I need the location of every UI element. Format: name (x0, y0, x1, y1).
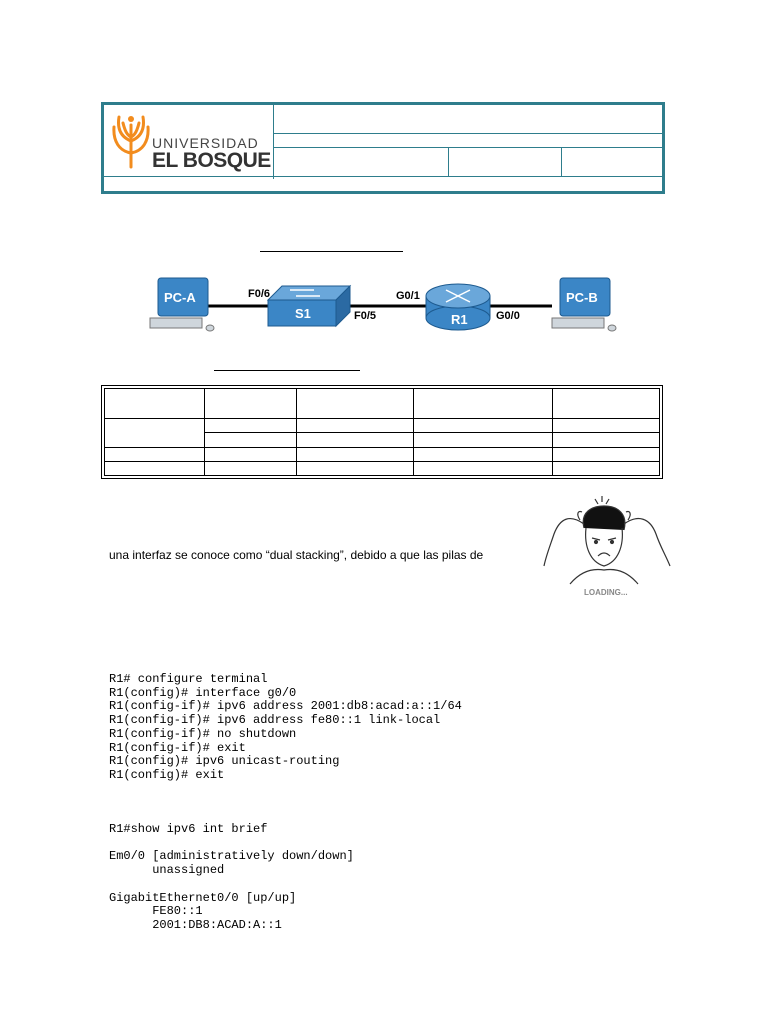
code-line: FE80::1 (109, 904, 203, 919)
table-cell (552, 388, 660, 419)
logo-text-universidad: UNIVERSIDAD (152, 135, 259, 151)
header-divider (104, 176, 665, 177)
topology-diagram: PC-A S1 R1 PC-B F0/6 F0/5 G0/1 G0/0 (140, 270, 630, 340)
header-divider (274, 147, 665, 148)
header-divider (561, 147, 562, 176)
table-cell (296, 432, 414, 448)
show-ipv6-output-block: R1#show ipv6 int brief Em0/0 [administra… (109, 822, 354, 933)
code-line: Em0/0 [administratively down/down] (109, 849, 354, 864)
code-line: R1(config)# interface g0/0 (109, 685, 297, 700)
logo-text-el-bosque: EL BOSQUE (152, 149, 271, 172)
table-cell (104, 461, 205, 476)
meme-caption: LOADING... (584, 588, 628, 597)
table-cell (552, 432, 660, 448)
pc-a-computer-icon (149, 277, 215, 332)
table-cell (413, 447, 553, 462)
header-divider (448, 147, 449, 176)
table-cell (204, 461, 297, 476)
table-cell (552, 418, 660, 433)
pc-a-label: PC-A (164, 290, 196, 305)
code-line: R1(config-if)# no shutdown (109, 726, 297, 741)
table-cell (296, 418, 414, 433)
table-cell (204, 388, 297, 419)
table-cell (296, 388, 414, 419)
table-cell (104, 418, 205, 448)
loading-meme-face-icon (543, 496, 671, 585)
port-label-g0-1: G0/1 (396, 290, 420, 302)
code-line: unassigned (109, 863, 225, 878)
table-cell (413, 461, 553, 476)
config-commands-block: R1# configure terminal R1(config)# inter… (109, 672, 462, 783)
table-cell (413, 432, 553, 448)
router-r1-icon (425, 283, 491, 331)
addressing-heading-underline (214, 370, 360, 371)
code-line: R1# configure terminal (109, 672, 268, 686)
body-paragraph: una interfaz se conoce como “dual stacki… (109, 548, 484, 562)
document-header: UNIVERSIDAD EL BOSQUE (101, 102, 665, 194)
code-line: R1(config)# exit (109, 767, 225, 782)
code-line: R1(config)# ipv6 unicast-routing (109, 754, 340, 769)
addressing-table-grid (104, 388, 660, 476)
table-cell (104, 388, 205, 419)
pc-b-label: PC-B (566, 290, 598, 305)
port-label-f0-6: F0/6 (248, 288, 271, 300)
table-cell (552, 447, 660, 462)
university-logo-icon (112, 115, 150, 169)
pc-b-computer-icon (551, 277, 617, 332)
meme-image: LOADING... (540, 494, 676, 602)
code-line: R1(config-if)# ipv6 address 2001:db8:aca… (109, 699, 462, 714)
table-cell (296, 447, 414, 462)
logo-cell: UNIVERSIDAD EL BOSQUE (104, 105, 274, 179)
code-line: R1#show ipv6 int brief (109, 822, 268, 836)
code-line: GigabitEthernet0/0 [up/up] (109, 890, 297, 905)
addressing-table (101, 385, 663, 479)
code-line: R1(config-if)# ipv6 address fe80::1 link… (109, 713, 441, 728)
table-cell (204, 418, 297, 433)
port-label-f0-5: F0/5 (354, 310, 377, 322)
header-divider (274, 133, 665, 134)
switch-s1-label: S1 (295, 306, 311, 321)
table-cell (413, 418, 553, 433)
code-line: 2001:DB8:ACAD:A::1 (109, 917, 282, 932)
router-r1-label: R1 (451, 312, 468, 327)
port-label-g0-0: G0/0 (496, 310, 520, 322)
table-cell (413, 388, 553, 419)
switch-s1-icon (266, 284, 352, 328)
topology-links (208, 304, 552, 308)
table-cell (552, 461, 660, 476)
topology-heading-underline (260, 251, 403, 252)
table-cell (296, 461, 414, 476)
table-cell (204, 432, 297, 448)
table-cell (104, 447, 205, 462)
table-cell (204, 447, 297, 462)
code-line: R1(config-if)# exit (109, 740, 246, 755)
